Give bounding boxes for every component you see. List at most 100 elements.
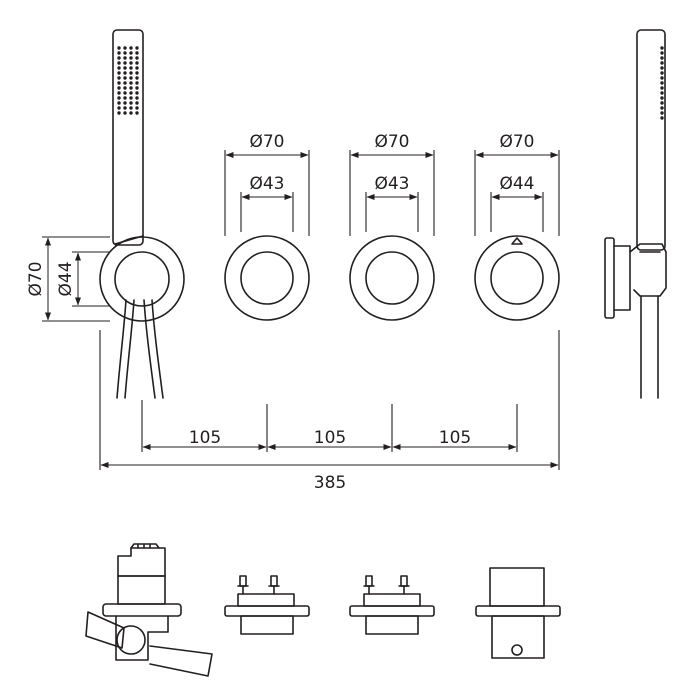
spray-nozzle-dot — [129, 46, 133, 50]
spray-nozzle-dot — [129, 56, 133, 60]
valve-1-inner-diameter-label: Ø43 — [249, 174, 284, 194]
spray-nozzle-dot — [117, 51, 121, 55]
side-outer-diameter-label: Ø70 — [26, 261, 46, 296]
spray-nozzle-dot — [117, 101, 121, 105]
spray-nozzle-dot — [135, 51, 139, 55]
spray-nozzle-dot — [135, 101, 139, 105]
spray-nozzle-dot — [117, 81, 121, 85]
spray-nozzle-dot — [123, 51, 127, 55]
hand-shower-front-view — [99, 29, 185, 399]
side-spray-dot — [660, 106, 664, 110]
spray-nozzle-dot — [129, 76, 133, 80]
spray-nozzle-dot — [123, 61, 127, 65]
side-spray-dot — [660, 61, 664, 65]
spray-nozzle-dot — [117, 71, 121, 75]
spray-nozzle-dot — [135, 86, 139, 90]
spray-nozzle-dot — [129, 81, 133, 85]
spray-nozzle-dot — [117, 91, 121, 95]
spray-nozzle-dot — [117, 66, 121, 70]
spray-nozzle-dot — [129, 111, 133, 115]
side-spray-dot — [660, 76, 664, 80]
spray-nozzle-dot — [123, 76, 127, 80]
thermostat-inner-circle — [490, 251, 544, 305]
spray-nozzle-dot — [129, 86, 133, 90]
spray-nozzle-dot — [135, 56, 139, 60]
spray-nozzle-dot — [117, 106, 121, 110]
side-spray-dot — [660, 51, 664, 55]
spray-nozzle-dot — [117, 46, 121, 50]
thermostat-cartridge-hole — [511, 644, 523, 656]
thermostat-body-section — [475, 567, 561, 659]
side-spray-dot — [660, 46, 664, 50]
spacing-2-label: 105 — [314, 428, 346, 448]
holder-body-section — [85, 543, 213, 677]
spray-nozzle-dot — [135, 46, 139, 50]
spray-nozzle-dot — [123, 71, 127, 75]
spray-nozzle-dot — [135, 106, 139, 110]
horizontal-dimensions: 105 105 105 385 — [99, 330, 560, 493]
hand-shower-side-view — [604, 29, 667, 399]
spray-nozzle-dot — [117, 61, 121, 65]
spray-nozzle-dot — [129, 101, 133, 105]
spray-nozzle-dot — [135, 61, 139, 65]
side-spray-dot — [660, 81, 664, 85]
spray-nozzle-dot — [129, 66, 133, 70]
valve-2-front-view: Ø70 Ø43 — [349, 132, 435, 321]
hose-outlet — [85, 611, 125, 649]
spray-nozzle-dot — [135, 81, 139, 85]
valve-2-inner-diameter-label: Ø43 — [374, 174, 409, 194]
spray-nozzle-dot — [123, 66, 127, 70]
spray-nozzle-dot — [135, 71, 139, 75]
spray-nozzle-dot — [123, 91, 127, 95]
valve-1-body-section — [224, 575, 310, 635]
spray-nozzle-dot — [117, 56, 121, 60]
valve-2-outer-circle — [349, 235, 435, 321]
spray-nozzle-dot — [117, 76, 121, 80]
spray-nozzle-dot — [129, 51, 133, 55]
side-spray-dot — [660, 111, 664, 115]
spray-nozzle-dots — [117, 46, 139, 115]
outlet-connector — [116, 625, 146, 655]
spacing-1-label: 105 — [189, 428, 221, 448]
spray-nozzle-dot — [123, 111, 127, 115]
side-spray-dot — [660, 116, 664, 120]
spray-nozzle-dot — [117, 96, 121, 100]
holder-outer-circle — [99, 236, 185, 322]
thermostat-outer-diameter-label: Ø70 — [499, 132, 534, 152]
spray-nozzle-dot — [135, 91, 139, 95]
side-spray-dot — [660, 101, 664, 105]
shower-handle — [112, 29, 144, 246]
spray-nozzle-dot — [123, 46, 127, 50]
holder-inner-circle — [114, 251, 170, 307]
overall-width-label: 385 — [314, 473, 346, 493]
spray-nozzle-dot — [135, 96, 139, 100]
valve-2-inner-circle — [365, 251, 419, 305]
spray-nozzle-dot — [135, 111, 139, 115]
side-spray-dot — [660, 91, 664, 95]
valve-2-outer-diameter-label: Ø70 — [374, 132, 409, 152]
thermostat-outer-circle — [474, 235, 560, 321]
spray-nozzle-dot — [123, 56, 127, 60]
thermostat-inner-diameter-label: Ø44 — [499, 174, 534, 194]
valve-1-inner-circle — [240, 251, 294, 305]
spray-nozzle-dot — [123, 96, 127, 100]
side-wall-plate — [604, 237, 615, 319]
thermostat-front-view: Ø70 Ø44 — [474, 132, 560, 321]
valve-1-outer-diameter-label: Ø70 — [249, 132, 284, 152]
side-spray-dot — [660, 66, 664, 70]
spray-nozzle-dot — [129, 61, 133, 65]
spray-nozzle-dot — [135, 66, 139, 70]
valve-2-body-section — [349, 575, 435, 635]
spray-nozzle-dot — [129, 106, 133, 110]
side-spray-dot — [660, 96, 664, 100]
side-spray-dots — [660, 46, 664, 120]
side-holder-body — [613, 245, 631, 311]
valve-1-front-view: Ø70 Ø43 — [224, 132, 310, 321]
shower-hose — [116, 299, 127, 399]
side-spray-dot — [660, 56, 664, 60]
side-spray-dot — [660, 86, 664, 90]
side-shower-handle — [636, 29, 666, 251]
spray-nozzle-dot — [123, 101, 127, 105]
side-spray-dot — [660, 71, 664, 75]
